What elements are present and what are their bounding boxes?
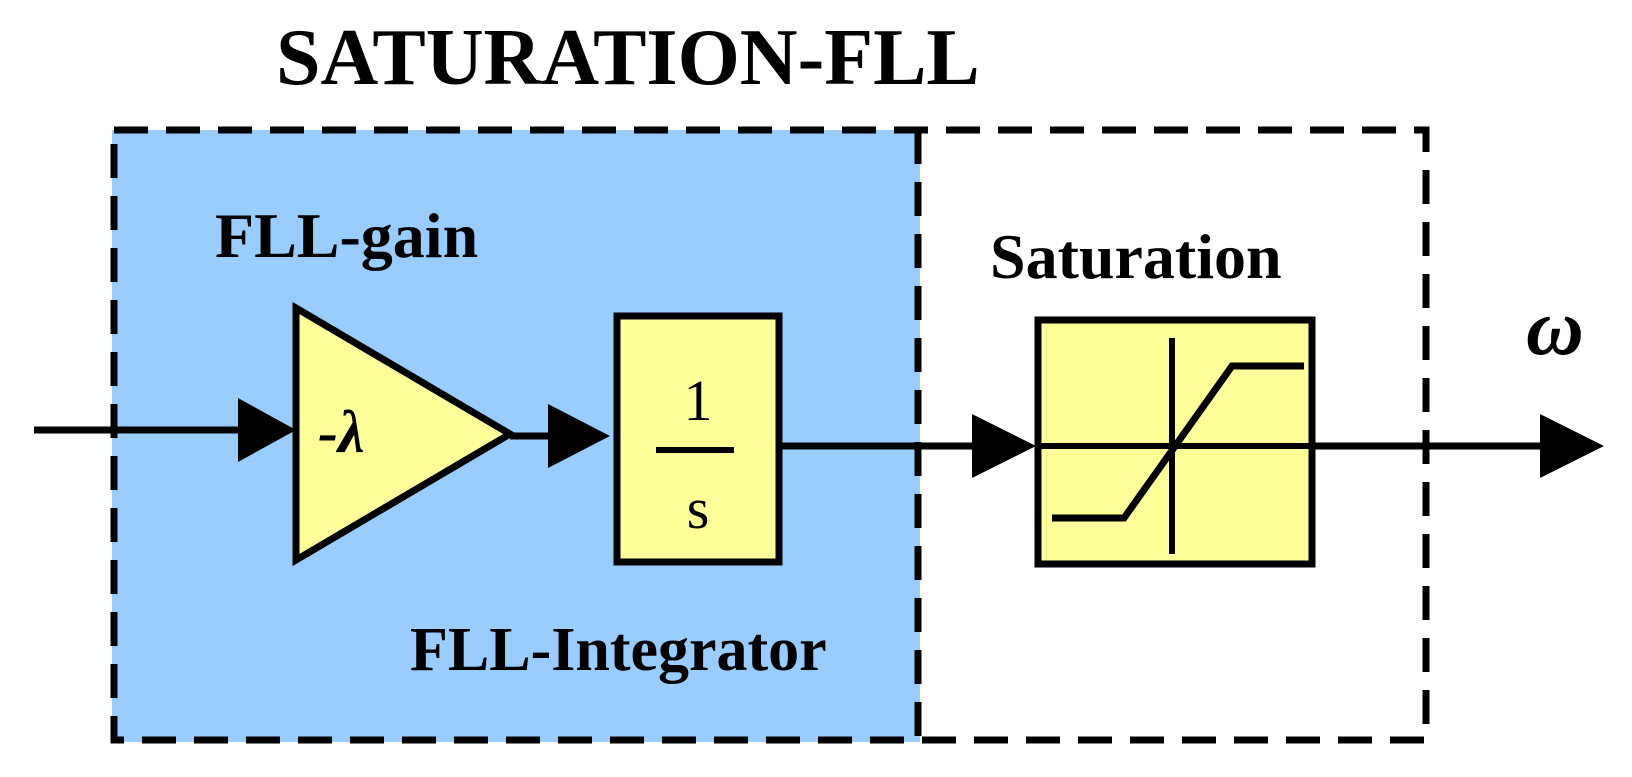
output-symbol: ω xyxy=(1526,284,1584,372)
diagram-title: SATURATION-FLL xyxy=(276,14,980,102)
gain-symbol: -λ xyxy=(318,399,365,465)
output-arrow-head xyxy=(1540,414,1604,478)
gain-block xyxy=(292,301,517,567)
saturation-label: Saturation xyxy=(990,221,1282,292)
integrator-numerator: 1 xyxy=(684,368,713,433)
input-arrow-head xyxy=(238,398,296,462)
gain-to-integrator-arrow xyxy=(548,404,610,468)
fll-gain-label: FLL-gain xyxy=(215,200,478,271)
saturation-fll-boundary xyxy=(110,126,1430,744)
integrator-denominator: s xyxy=(687,476,710,541)
integrator-block xyxy=(613,312,783,566)
fll-integrator-label: FLL-Integrator xyxy=(410,616,827,684)
integrator-to-saturation-arrow xyxy=(972,414,1036,478)
saturation-curve xyxy=(1052,362,1304,522)
